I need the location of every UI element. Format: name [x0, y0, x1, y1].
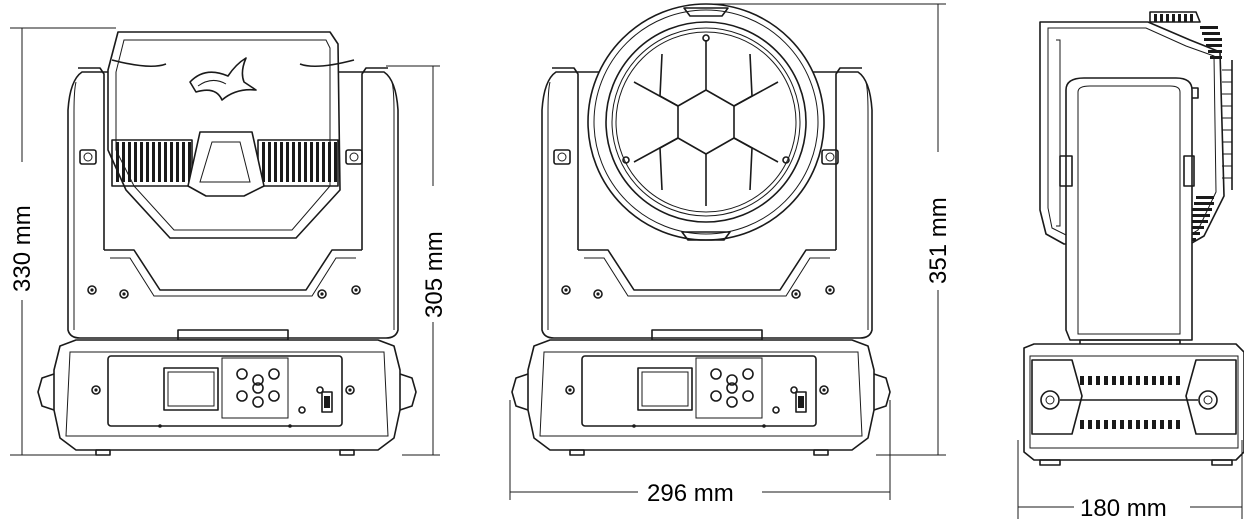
- lens-cells: [633, 40, 779, 206]
- dimension-330mm: 330 mm: [9, 27, 116, 456]
- front-view: [37, 31, 417, 456]
- dimension-label-330: 330 mm: [9, 205, 36, 292]
- dimension-label-296: 296 mm: [647, 480, 734, 507]
- lcd-display-icon: [163, 367, 219, 411]
- side-fins-bottom: [1186, 196, 1214, 241]
- usb-port-icon: [321, 391, 333, 413]
- handle-knob-icon: [1040, 390, 1218, 410]
- dimension-label-351: 351 mm: [925, 197, 952, 284]
- dimension-351mm: 351 mm: [710, 3, 952, 456]
- lens-view: [511, 3, 891, 456]
- side-fins-top: [1149, 11, 1222, 59]
- dimension-180mm: 180 mm: [1017, 440, 1243, 519]
- base-vents: [1080, 376, 1180, 429]
- bird-logo-icon: [189, 57, 257, 101]
- dimension-305mm: 305 mm: [386, 65, 448, 456]
- dimension-label-180: 180 mm: [1080, 495, 1167, 519]
- dimension-296mm: 296 mm: [509, 400, 891, 507]
- side-view: [1023, 11, 1244, 466]
- dimension-label-305: 305 mm: [421, 231, 448, 318]
- cooling-fins-left: [111, 139, 193, 187]
